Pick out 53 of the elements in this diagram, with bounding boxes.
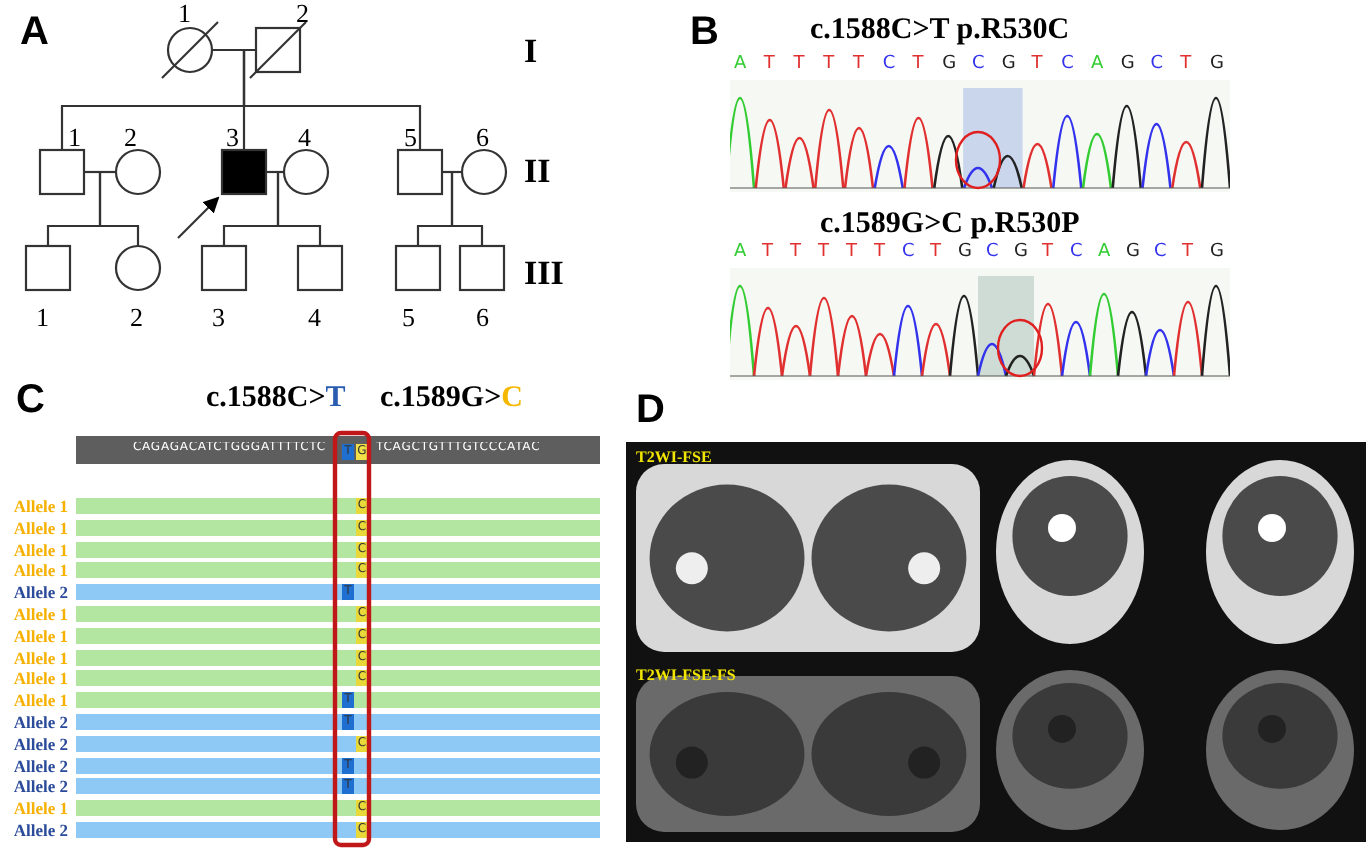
- allele-label: Allele 1: [11, 800, 68, 818]
- allele-label: Allele 1: [11, 670, 68, 688]
- individual-number: 5: [402, 304, 415, 330]
- individual-number: 1: [178, 0, 191, 26]
- allele-label: Allele 1: [11, 692, 68, 710]
- pedigree-line: [212, 48, 256, 52]
- allele-label: Allele 1: [11, 649, 68, 667]
- pedigree-line: [276, 172, 322, 246]
- individual-number: 2: [124, 124, 137, 150]
- allele-label: Allele 1: [11, 519, 68, 537]
- base-sequence-text: A T T T T C T G C G T C A G C T G: [732, 56, 1226, 76]
- generation-numeral: II: [524, 154, 551, 188]
- panel-letter: D: [636, 390, 665, 430]
- individual-number: 6: [476, 124, 489, 150]
- allele-label: Allele 2: [11, 584, 68, 602]
- mutation-title: c.1589G>C p.R530P: [820, 210, 1080, 240]
- allele-label: Allele 1: [11, 627, 68, 645]
- individual-number: 4: [308, 304, 321, 330]
- base-sequence-text: A T T T T T C T G C G T C A G C T G: [732, 244, 1226, 264]
- individual-number: 1: [68, 124, 81, 150]
- allele-label: Allele 1: [11, 541, 68, 559]
- individual-number: 2: [296, 0, 309, 26]
- mutation-title: c.1588C>T p.R530C: [810, 16, 1070, 46]
- sequence-label: T2WI-FSE-FS: [636, 668, 736, 684]
- individual-number: 6: [476, 304, 489, 330]
- allele-label: Allele 2: [11, 735, 68, 753]
- allele-label: Allele 2: [11, 778, 68, 796]
- pedigree-line: [242, 50, 422, 150]
- individual-number: 3: [212, 304, 225, 330]
- panel-letter: B: [690, 12, 719, 52]
- individual-number: 1: [36, 304, 49, 330]
- allele-label: Allele 2: [11, 757, 68, 775]
- panel-letter: C: [16, 380, 45, 420]
- individual-number: 4: [298, 124, 311, 150]
- generation-numeral: I: [524, 34, 538, 68]
- pedigree-line: [98, 172, 140, 246]
- pedigree-line: [450, 172, 484, 246]
- pedigree-line: [84, 170, 116, 174]
- proband-arrow: [177, 196, 220, 239]
- allele-label: Allele 2: [11, 822, 68, 839]
- generation-numeral: III: [524, 256, 564, 290]
- individual-number: 5: [404, 124, 417, 150]
- allele-label: Allele 1: [11, 562, 68, 580]
- individual-number: 2: [130, 304, 143, 330]
- panel-letter: A: [20, 12, 49, 52]
- allele-label: Allele 1: [11, 498, 68, 515]
- sequence-label: T2WI-FSE: [636, 450, 712, 466]
- mutation-title: c.1589G>C: [380, 384, 523, 414]
- individual-number: 3: [226, 124, 239, 150]
- mutation-title: c.1588C>T: [206, 384, 346, 414]
- pedigree-line: [442, 170, 462, 174]
- allele-label: Allele 2: [11, 714, 68, 731]
- allele-label: Allele 1: [11, 606, 68, 623]
